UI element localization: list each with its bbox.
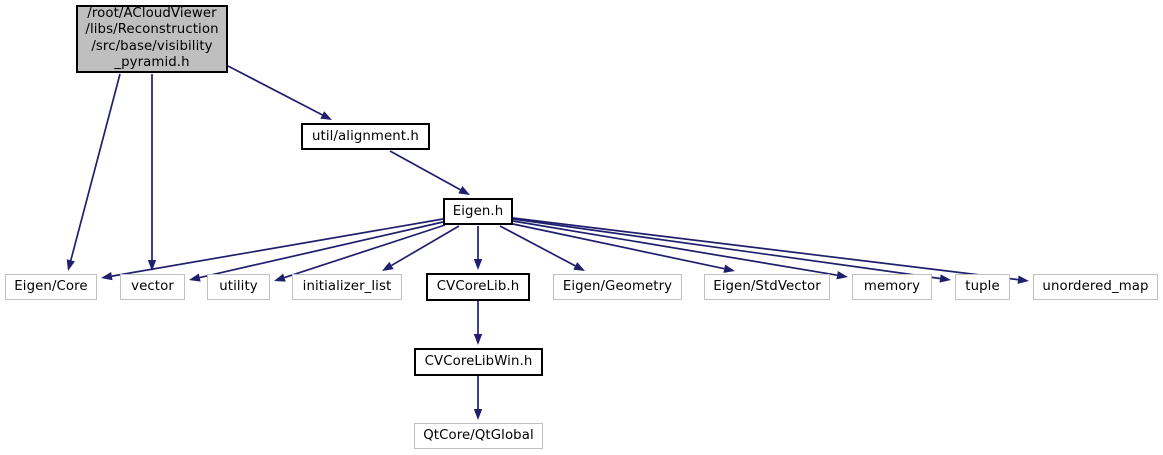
edge-eigen-to-initializer_list	[391, 225, 460, 267]
arrowhead-eigen-to-eigen_core	[101, 271, 113, 281]
node-label-alignment: util/alignment.h	[312, 128, 419, 144]
edge-eigen-to-memory	[512, 220, 838, 277]
node-eigen[interactable]: Eigen.h	[443, 198, 513, 225]
node-label-eigen: Eigen.h	[452, 203, 504, 219]
arrowhead-eigen-to-vector	[189, 273, 201, 282]
edge-eigen-to-tuple	[512, 218, 941, 280]
node-eigen_geometry[interactable]: Eigen/Geometry	[553, 274, 682, 300]
node-label-eigen_core: Eigen/Core	[14, 279, 88, 295]
edge-eigen-to-eigen_geometry	[499, 225, 576, 267]
node-eigen_core[interactable]: Eigen/Core	[5, 274, 97, 300]
edge-root-to-alignment	[227, 65, 323, 116]
node-label-initializer_list: initializer_list	[302, 279, 392, 295]
node-root[interactable]: /root/ACloudViewer /libs/Reconstruction …	[76, 5, 228, 73]
arrowhead-root-to-alignment	[320, 111, 332, 120]
edge-root-to-eigen_core	[69, 73, 121, 261]
node-utility[interactable]: utility	[207, 274, 270, 300]
edge-alignment-to-eigen	[389, 150, 461, 191]
arrowhead-eigen-to-initializer_list	[382, 261, 394, 271]
arrowhead-cvcorelib-to-cvcorelibwin	[473, 334, 483, 345]
node-cvcorelibwin[interactable]: CVCoreLibWin.h	[414, 348, 543, 376]
node-label-unordered_map: unordered_map	[1042, 279, 1149, 295]
node-memory[interactable]: memory	[852, 274, 932, 300]
arrowhead-alignment-to-eigen	[458, 186, 470, 195]
arrowhead-root-to-vector	[147, 260, 157, 271]
node-vector[interactable]: vector	[120, 274, 185, 300]
node-label-utility: utility	[219, 279, 258, 295]
arrowhead-eigen-to-unordered_map	[1017, 275, 1029, 284]
node-unordered_map[interactable]: unordered_map	[1033, 274, 1158, 300]
edge-eigen-to-eigen_core	[111, 218, 444, 277]
node-eigen_stdvector[interactable]: Eigen/StdVector	[704, 274, 830, 300]
node-label-tuple: tuple	[965, 279, 1000, 295]
arrowhead-eigen-to-memory	[836, 271, 848, 280]
node-initializer_list[interactable]: initializer_list	[292, 274, 402, 300]
node-label-qtglobal: QtCore/QtGlobal	[423, 428, 534, 444]
node-label-eigen_stdvector: Eigen/StdVector	[713, 279, 821, 295]
edge-eigen-to-unordered_map	[512, 217, 1019, 281]
node-label-vector: vector	[131, 279, 174, 295]
arrowhead-root-to-eigen_core	[66, 259, 75, 271]
node-label-cvcorelibwin: CVCoreLibWin.h	[424, 354, 533, 370]
arrowhead-eigen-to-tuple	[939, 274, 951, 283]
edge-eigen-to-vector	[199, 221, 444, 279]
node-tuple[interactable]: tuple	[955, 274, 1010, 300]
arrowhead-cvcorelibwin-to-qtglobal	[473, 409, 483, 420]
node-label-cvcorelib: CVCoreLib.h	[436, 279, 520, 295]
node-alignment[interactable]: util/alignment.h	[301, 123, 430, 150]
arrowhead-eigen-to-eigen_stdvector	[723, 264, 735, 273]
node-label-memory: memory	[863, 279, 921, 295]
arrowhead-eigen-to-eigen_geometry	[573, 262, 585, 271]
edge-eigen-to-utility	[284, 224, 446, 279]
edge-eigen-to-eigen_stdvector	[512, 223, 725, 270]
node-label-eigen_geometry: Eigen/Geometry	[562, 279, 673, 295]
node-label-root: /root/ACloudViewer /libs/Reconstruction …	[85, 5, 219, 71]
arrowhead-eigen-to-cvcorelib	[473, 259, 483, 270]
node-qtglobal[interactable]: QtCore/QtGlobal	[414, 423, 543, 449]
arrowhead-eigen-to-utility	[274, 273, 286, 282]
node-cvcorelib[interactable]: CVCoreLib.h	[426, 273, 530, 301]
